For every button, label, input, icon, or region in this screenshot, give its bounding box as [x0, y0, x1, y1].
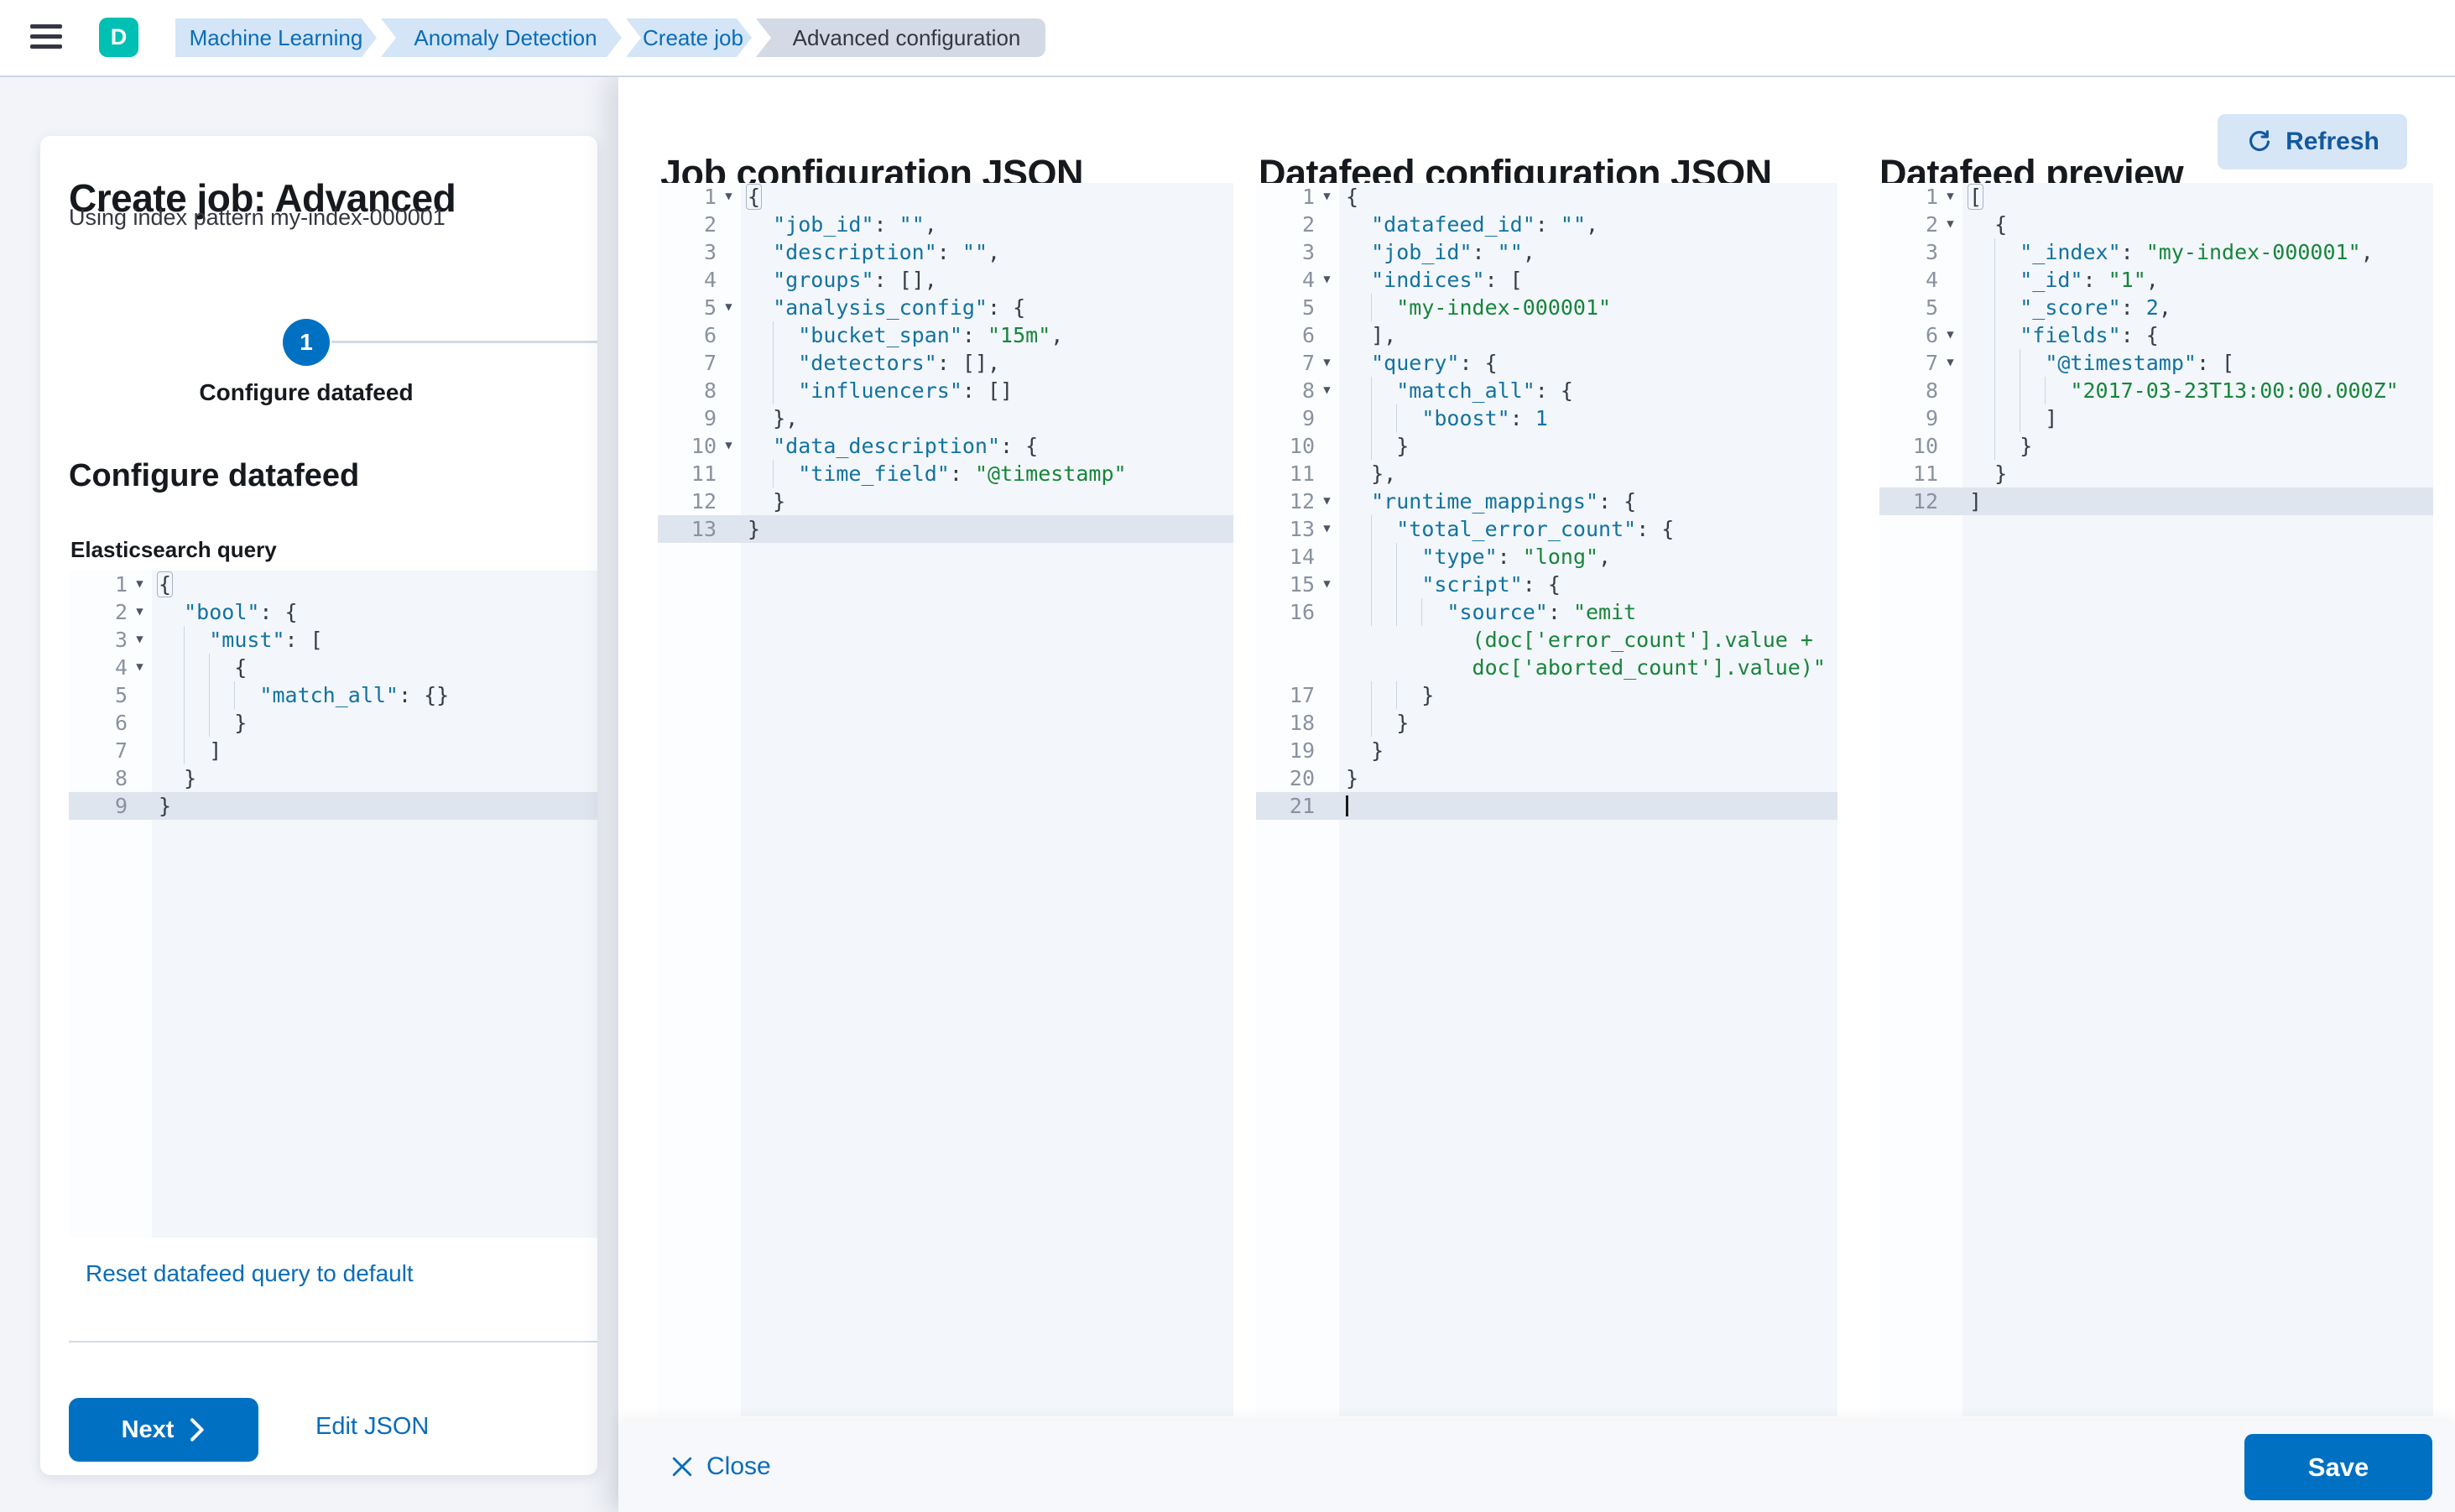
code-line[interactable]: 9 ] [1879, 404, 2433, 432]
chevron-right-icon [190, 1418, 205, 1442]
code-line[interactable]: 13▼ "total_error_count": { [1256, 515, 1837, 543]
code-line[interactable]: 6 ], [1256, 321, 1837, 349]
close-icon [672, 1457, 692, 1477]
avatar[interactable]: D [99, 18, 138, 57]
menu-icon[interactable] [30, 24, 64, 51]
code-line[interactable]: 1▼{ [69, 571, 597, 598]
code-line[interactable]: 10▼ "data_description": { [658, 432, 1233, 460]
code-line[interactable]: 9 "boost": 1 [1256, 404, 1837, 432]
code-line[interactable]: 8▼ "match_all": { [1256, 377, 1837, 404]
job-configuration-editor[interactable]: 1▼{2 "job_id": "",3 "description": "",4 … [658, 183, 1233, 1416]
code-line[interactable]: 4 "groups": [], [658, 266, 1233, 294]
breadcrumb-advanced-configuration: Advanced configuration [756, 18, 1045, 57]
editor-empty-area[interactable] [1879, 515, 2433, 1416]
code-line[interactable]: 2 "datafeed_id": "", [1256, 211, 1837, 238]
close-button-label: Close [706, 1452, 771, 1480]
code-line[interactable]: 3 "job_id": "", [1256, 238, 1837, 266]
step-connector-line [331, 341, 597, 343]
datafeed-preview-editor[interactable]: 1▼[2▼ {3 "_index": "my-index-000001",4 "… [1879, 183, 2433, 1416]
code-line[interactable]: 17 } [1256, 681, 1837, 709]
next-button-label: Next [121, 1416, 175, 1443]
code-line[interactable]: 4▼ { [69, 654, 597, 681]
elasticsearch-query-label: Elasticsearch query [70, 537, 277, 562]
code-line[interactable]: 8 "2017-03-23T13:00:00.000Z" [1879, 377, 2433, 404]
code-line[interactable]: 3▼ "must": [ [69, 626, 597, 654]
code-line[interactable]: 5 "match_all": {} [69, 681, 597, 709]
code-line[interactable]: 5 "_score": 2, [1879, 294, 2433, 321]
code-line[interactable]: 6▼ "fields": { [1879, 321, 2433, 349]
refresh-button[interactable]: Refresh [2218, 114, 2407, 169]
close-button[interactable]: Close [665, 1447, 776, 1487]
code-line[interactable]: 11 }, [1256, 460, 1837, 487]
code-line[interactable]: 15▼ "script": { [1256, 571, 1837, 598]
code-line[interactable]: 3 "_index": "my-index-000001", [1879, 238, 2433, 266]
code-line[interactable]: 16 "source": "emit [1256, 598, 1837, 626]
breadcrumb-anomaly-detection[interactable]: Anomaly Detection [381, 18, 622, 57]
editor-empty-area[interactable] [69, 820, 597, 1238]
datafeed-configuration-editor[interactable]: 1▼{2 "datafeed_id": "",3 "job_id": "",4▼… [1256, 183, 1837, 1416]
code-line[interactable]: 6 } [69, 709, 597, 737]
code-line[interactable]: 5▼ "analysis_config": { [658, 294, 1233, 321]
edit-json-link[interactable]: Edit JSON [315, 1413, 430, 1440]
step-1-indicator[interactable]: 1 [283, 319, 330, 366]
editor-empty-area[interactable] [1256, 820, 1837, 1416]
refresh-icon [2249, 130, 2270, 152]
code-line[interactable]: 7▼ "@timestamp": [ [1879, 349, 2433, 377]
code-line[interactable]: 21 [1256, 792, 1837, 820]
breadcrumb-machine-learning[interactable]: Machine Learning [175, 18, 377, 57]
refresh-button-label: Refresh [2286, 128, 2379, 155]
code-line[interactable]: 12▼ "runtime_mappings": { [1256, 487, 1837, 515]
code-line[interactable]: (doc['error_count'].value + [1256, 626, 1837, 654]
code-line[interactable]: 9 }, [658, 404, 1233, 432]
code-line[interactable]: 7 "detectors": [], [658, 349, 1233, 377]
code-line[interactable]: 19 } [1256, 737, 1837, 764]
editor-empty-area[interactable] [658, 543, 1233, 1416]
code-line[interactable]: 13} [658, 515, 1233, 543]
reset-datafeed-query-link[interactable]: Reset datafeed query to default [86, 1260, 414, 1286]
code-line[interactable]: doc['aborted_count'].value)" [1256, 654, 1837, 681]
code-line[interactable]: 8 "influencers": [] [658, 377, 1233, 404]
breadcrumb-create-job[interactable]: Create job [626, 18, 752, 57]
code-line[interactable]: 5 "my-index-000001" [1256, 294, 1837, 321]
flyout-footer: Close Save [618, 1421, 2455, 1512]
code-line[interactable]: 8 } [69, 764, 597, 792]
code-line[interactable]: 1▼{ [1256, 183, 1837, 211]
code-line[interactable]: 20} [1256, 764, 1837, 792]
code-line[interactable]: 11 } [1879, 460, 2433, 487]
page-title: Create job: Advanced [69, 175, 456, 220]
advanced-json-flyout: Job configuration JSON Datafeed configur… [618, 76, 2455, 1512]
save-button[interactable]: Save [2244, 1434, 2432, 1500]
code-line[interactable]: 2▼ "bool": { [69, 598, 597, 626]
elasticsearch-query-editor[interactable]: 1▼{2▼ "bool": {3▼ "must": [4▼ {5 "match_… [69, 571, 597, 1238]
code-line[interactable]: 10 } [1879, 432, 2433, 460]
code-line[interactable]: 3 "description": "", [658, 238, 1233, 266]
code-line[interactable]: 7▼ "query": { [1256, 349, 1837, 377]
section-heading: Configure datafeed [69, 457, 360, 493]
code-line[interactable]: 14 "type": "long", [1256, 543, 1837, 571]
code-line[interactable]: 2 "job_id": "", [658, 211, 1233, 238]
code-line[interactable]: 9} [69, 792, 597, 820]
code-line[interactable]: 4 "_id": "1", [1879, 266, 2433, 294]
code-line[interactable]: 1▼{ [658, 183, 1233, 211]
page-subtitle: Using index pattern my-index-000001 [69, 205, 446, 230]
create-job-wizard-card: Create job: Advanced Using index pattern… [40, 136, 597, 1475]
step-1-label: Configure datafeed [199, 379, 414, 405]
code-line[interactable]: 12 } [658, 487, 1233, 515]
code-line[interactable]: 6 "bucket_span": "15m", [658, 321, 1233, 349]
divider [69, 1341, 597, 1343]
code-line[interactable]: 11 "time_field": "@timestamp" [658, 460, 1233, 487]
code-line[interactable]: 1▼[ [1879, 183, 2433, 211]
top-navigation-bar: D Machine Learning Anomaly Detection Cre… [0, 0, 2455, 77]
code-line[interactable]: 2▼ { [1879, 211, 2433, 238]
next-button[interactable]: Next [69, 1398, 258, 1462]
code-line[interactable]: 10 } [1256, 432, 1837, 460]
code-line[interactable]: 4▼ "indices": [ [1256, 266, 1837, 294]
code-line[interactable]: 7 ] [69, 737, 597, 764]
code-line[interactable]: 12] [1879, 487, 2433, 515]
code-line[interactable]: 18 } [1256, 709, 1837, 737]
